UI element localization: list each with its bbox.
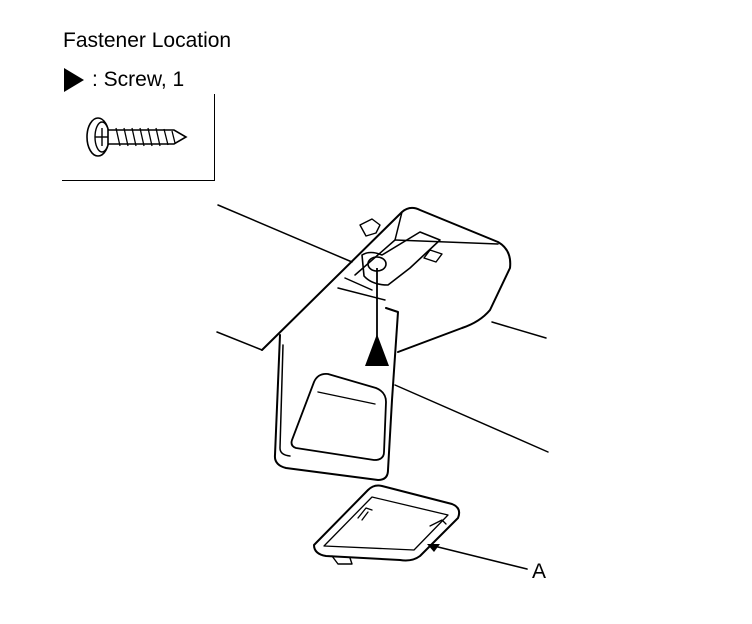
legend-frame [62,94,215,181]
access-cover [313,484,461,562]
triangle-marker-icon [64,68,84,92]
legend-label-screw: : Screw, 1 [92,68,185,91]
panel-edge-line [216,331,263,351]
panel-edge-line [217,204,353,263]
callout-leader-a [433,545,528,570]
legend-entry-screw: : Screw, 1 [62,66,184,94]
lower-bracket [273,307,399,481]
direction-marker [359,218,381,237]
housing-top [261,206,512,353]
callout-label-a: A [532,560,547,583]
screw-icon [86,117,188,157]
bracket-pocket [290,373,387,461]
panel-edge-line [491,321,547,339]
panel-edge-line [394,384,549,453]
screw-recess [361,231,441,286]
screw-location-marker [365,334,389,366]
diagram-title: Fastener Location [63,29,232,52]
